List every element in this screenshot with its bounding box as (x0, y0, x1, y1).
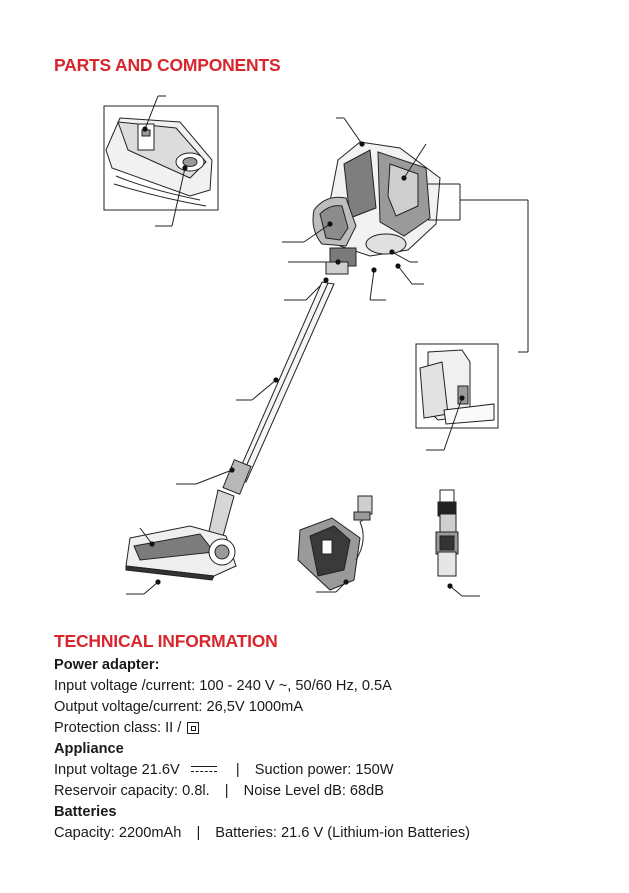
floor-brush (125, 489, 237, 581)
appliance-row-1: Input voltage 21.6V | Suction power: 150… (54, 760, 614, 781)
battery-pack (435, 489, 459, 577)
adapter-protection-row: Protection class: II / (54, 718, 614, 739)
tech-heading: TECHNICAL INFORMATION (54, 631, 278, 651)
wall-mount-inset (415, 343, 499, 429)
adapter-output: Output voltage/current: 26,5V 1000mA (54, 699, 304, 715)
handle-detail-inset (103, 105, 219, 211)
direct-current-icon (189, 763, 219, 775)
batteries-row: Capacity: 2200mAh | Batteries: 21.6 V (L… (54, 823, 614, 844)
batteries-capacity: Capacity: 2200mAh (54, 825, 182, 841)
separator: | (235, 762, 240, 778)
appliance-row-2: Reservoir capacity: 0.8l. | Noise Level … (54, 781, 614, 802)
appliance-suction: Suction power: 150W (254, 762, 394, 778)
appliance-input-voltage: Input voltage 21.6V (54, 762, 180, 778)
charging-dock (297, 495, 373, 591)
technical-specs: Power adapter: Input voltage /current: 1… (54, 655, 614, 844)
appliance-noise: Noise Level dB: 68dB (243, 783, 385, 799)
batteries-title: Batteries (54, 804, 117, 820)
appliance-title: Appliance (54, 741, 124, 757)
parts-heading: PARTS AND COMPONENTS (54, 55, 281, 75)
leader-dots (142, 126, 465, 589)
class-ii-double-square-icon (187, 722, 200, 734)
extension-tube (222, 281, 335, 495)
appliance-reservoir: Reservoir capacity: 0.8l. (54, 783, 210, 799)
power-adapter-title: Power adapter: (54, 657, 160, 673)
batteries-type: Batteries: 21.6 V (Lithium-ion Batteries… (215, 825, 470, 841)
separator: | (196, 825, 201, 841)
separator: | (224, 783, 229, 799)
vacuum-body (312, 141, 441, 275)
adapter-input: Input voltage /current: 100 - 240 V ~, 5… (54, 678, 392, 694)
adapter-protection: Protection class: II / (54, 720, 182, 736)
